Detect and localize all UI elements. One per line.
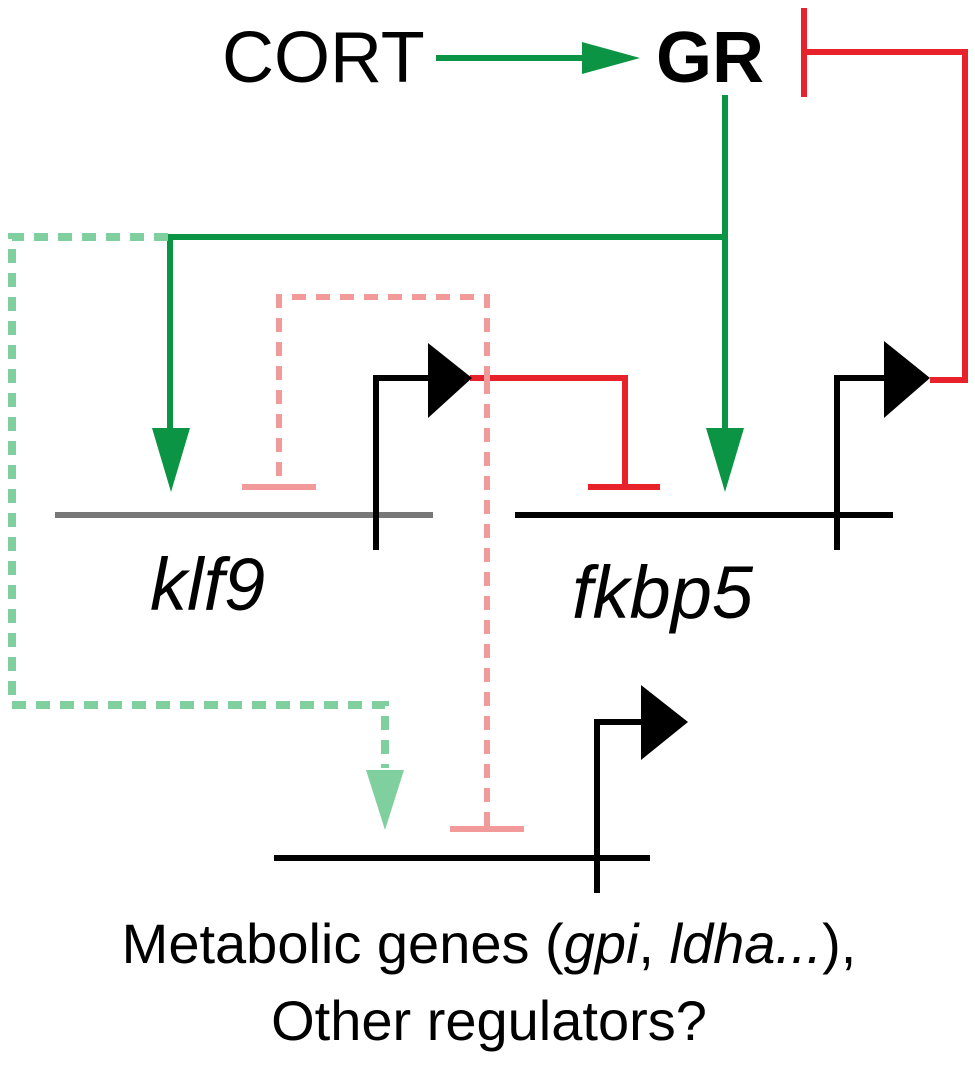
gr-to-klf9-arrowhead [152, 428, 190, 492]
klf9-label: klf9 [150, 543, 265, 626]
klf9-promoter-arrow [373, 343, 472, 550]
gr-to-fkbp5-arrowhead [706, 428, 744, 492]
caption-line2: Other regulators? [271, 989, 707, 1052]
fkbp5-inhibits-gr [801, 8, 968, 383]
metabolic-promoter-arrow [594, 685, 688, 893]
fkbp5-label: fkbp5 [572, 551, 754, 634]
klf9-hypothetical-inhibition [276, 294, 490, 829]
gr-label: GR [656, 18, 764, 98]
fkbp5-promoter-arrow [834, 341, 930, 550]
metabolic-activation-arrowhead [366, 770, 404, 830]
gr-activation-paths [167, 95, 728, 440]
cort-to-gr-activation-arrow [436, 42, 640, 74]
gr-hypothetical-activation-path [8, 233, 389, 768]
caption-line1: Metabolic genes (gpi, ldha...), [122, 912, 857, 975]
cort-label: CORT [222, 18, 425, 98]
klf9-inhibits-fkbp5 [470, 375, 660, 490]
